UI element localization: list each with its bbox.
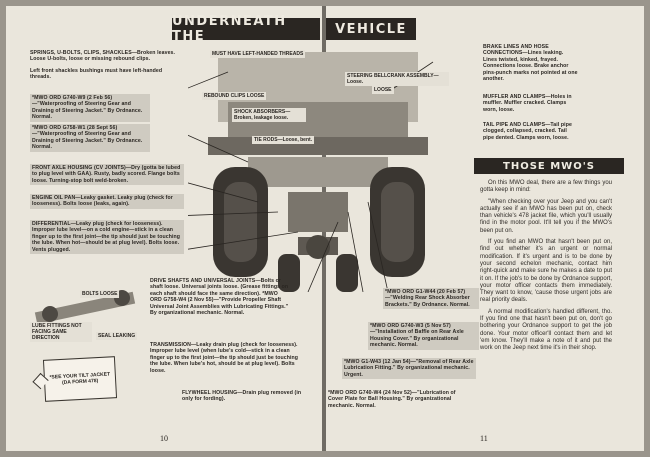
- mwo-paragraph-1: On this MWO deal, there are a few things…: [480, 180, 612, 194]
- note-oil-pan: ENGINE OIL PAN—Leaky gasket. Leaky plug …: [30, 194, 184, 209]
- callout-rebound-clips: REBOUND CLIPS LOOSE: [202, 92, 267, 100]
- banner-underneath: UNDERNEATH THE: [172, 14, 320, 44]
- callout-left-hand-threads: MUST HAVE LEFT-HANDED THREADS: [210, 50, 306, 58]
- note-mwo-w43: *MWO G1-W43 (12 Jan 54)—"Removal of Rear…: [342, 358, 476, 380]
- mwo-paragraph-4: A normal modification's handled differen…: [480, 308, 612, 352]
- drive-shaft-illustration: [34, 290, 136, 325]
- note-mwo-w1: *MWO ORD G758-W1 (28 Sept 56)—"Waterproo…: [30, 124, 150, 152]
- note-mwo-w9: *MWO ORD G740-W9 (2 Feb 56)—"Waterproofi…: [30, 94, 150, 122]
- note-brake-lines: BRAKE LINES AND HOSE CONNECTIONS—Lines l…: [483, 44, 578, 83]
- note-transmission: TRANSMISSION—Leaky drain plug (check for…: [150, 342, 299, 374]
- mwo-paragraph-2: "When checking over your Jeep and you ca…: [480, 198, 612, 234]
- note-mwo-w4: *MWO ORD G740-W4 (24 Nov 52)—"Lubricatio…: [328, 390, 456, 409]
- mwo-paragraph-3: If you find an MWO that hasn't been put …: [480, 239, 612, 304]
- page-number-left: 10: [160, 434, 168, 443]
- mwo-section-body: On this MWO deal, there are a few things…: [480, 180, 612, 357]
- mwo-section-title: THOSE MWO'S: [474, 158, 624, 174]
- note-differential: DIFFERENTIAL—Leaky plug (check for loose…: [30, 220, 184, 255]
- note-axle-housing: FRONT AXLE HOUSING (CV JOINTS)—Dry (gott…: [30, 164, 184, 186]
- note-tail-pipe: TAIL PIPE AND CLAMPS—Tail pipe clogged, …: [483, 122, 572, 141]
- callout-seal-leaking: SEAL LEAKING: [96, 332, 138, 340]
- note-flywheel: FLYWHEEL HOUSING—Drain plug removed (in …: [182, 390, 302, 403]
- note-mwo-w44: *MWO ORD G1-W44 (20 Feb 57) —"Welding Re…: [383, 288, 479, 310]
- note-drive-shafts: DRIVE SHAFTS AND UNIVERSAL JOINTS—Bolts …: [150, 278, 289, 317]
- page-number-right: 11: [480, 434, 488, 443]
- note-muffler: MUFFLER AND CLAMPS—Holes in muffler. Muf…: [483, 94, 572, 113]
- callout-bellcrank: STEERING BELLCRANK ASSEMBLY—Loose.: [345, 72, 449, 86]
- callout-shock-absorbers: SHOCK ABSORBERS—Broken, leakage loose.: [232, 108, 306, 122]
- callout-lube-fittings: LUBE FITTINGS NOT FACING SAME DIRECTION: [30, 322, 92, 342]
- tilt-jacket-tag: *SEE YOUR TILT JACKET (DA FORM 478): [42, 356, 118, 402]
- jeep-underside-illustration: [188, 52, 434, 292]
- callout-tie-rods: TIE RODS—Loose, bent.: [252, 136, 315, 144]
- note-mwo-w3: *MWO ORD G740-W3 (5 Nov 57)—"Installatio…: [368, 322, 479, 350]
- callout-loose: LOOSE: [372, 86, 394, 94]
- note-bushings: Left front shackles bushings must have l…: [30, 68, 163, 81]
- banner-vehicle: VEHICLE: [326, 18, 416, 40]
- callout-bolts-loose: BOLTS LOOSE: [80, 290, 120, 298]
- note-springs: SPRINGS, U-BOLTS, CLIPS, SHACKLES—Broken…: [30, 50, 176, 63]
